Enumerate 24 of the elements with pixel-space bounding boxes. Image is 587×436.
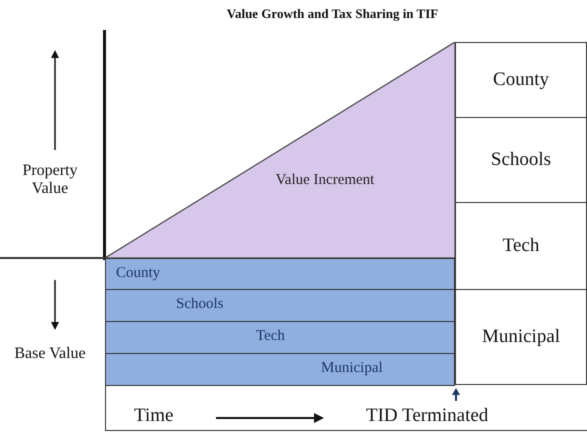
- axis-label: TID Terminated: [366, 405, 488, 427]
- tax-band: [105, 322, 455, 354]
- chart-title: Value Growth and Tax Sharing in TIF: [226, 6, 440, 22]
- tax-band: [105, 354, 455, 386]
- tax-band: [105, 290, 455, 322]
- jurisdiction-box: [455, 118, 587, 203]
- jurisdiction-label: Schools: [490, 149, 552, 171]
- jurisdiction-label: County: [493, 69, 549, 91]
- axis-label: Time: [134, 405, 174, 427]
- tax-band: [105, 258, 455, 290]
- jurisdiction-label: Municipal: [482, 326, 560, 348]
- time-row: [105, 385, 587, 431]
- jurisdiction-box: [455, 290, 587, 385]
- band-label: County: [116, 265, 160, 282]
- band-label: Tech: [256, 328, 285, 345]
- axis-label: Base Value: [13, 345, 87, 363]
- value-increment-triangle: [105, 42, 455, 258]
- jurisdiction-box: [455, 42, 587, 118]
- jurisdiction-label: Tech: [502, 235, 540, 257]
- band-label: Municipal: [321, 360, 383, 377]
- band-label: Schools: [176, 296, 224, 313]
- jurisdiction-box: [455, 203, 587, 290]
- axis-label: Property Value: [21, 162, 79, 198]
- area-label: Value Increment: [275, 171, 375, 190]
